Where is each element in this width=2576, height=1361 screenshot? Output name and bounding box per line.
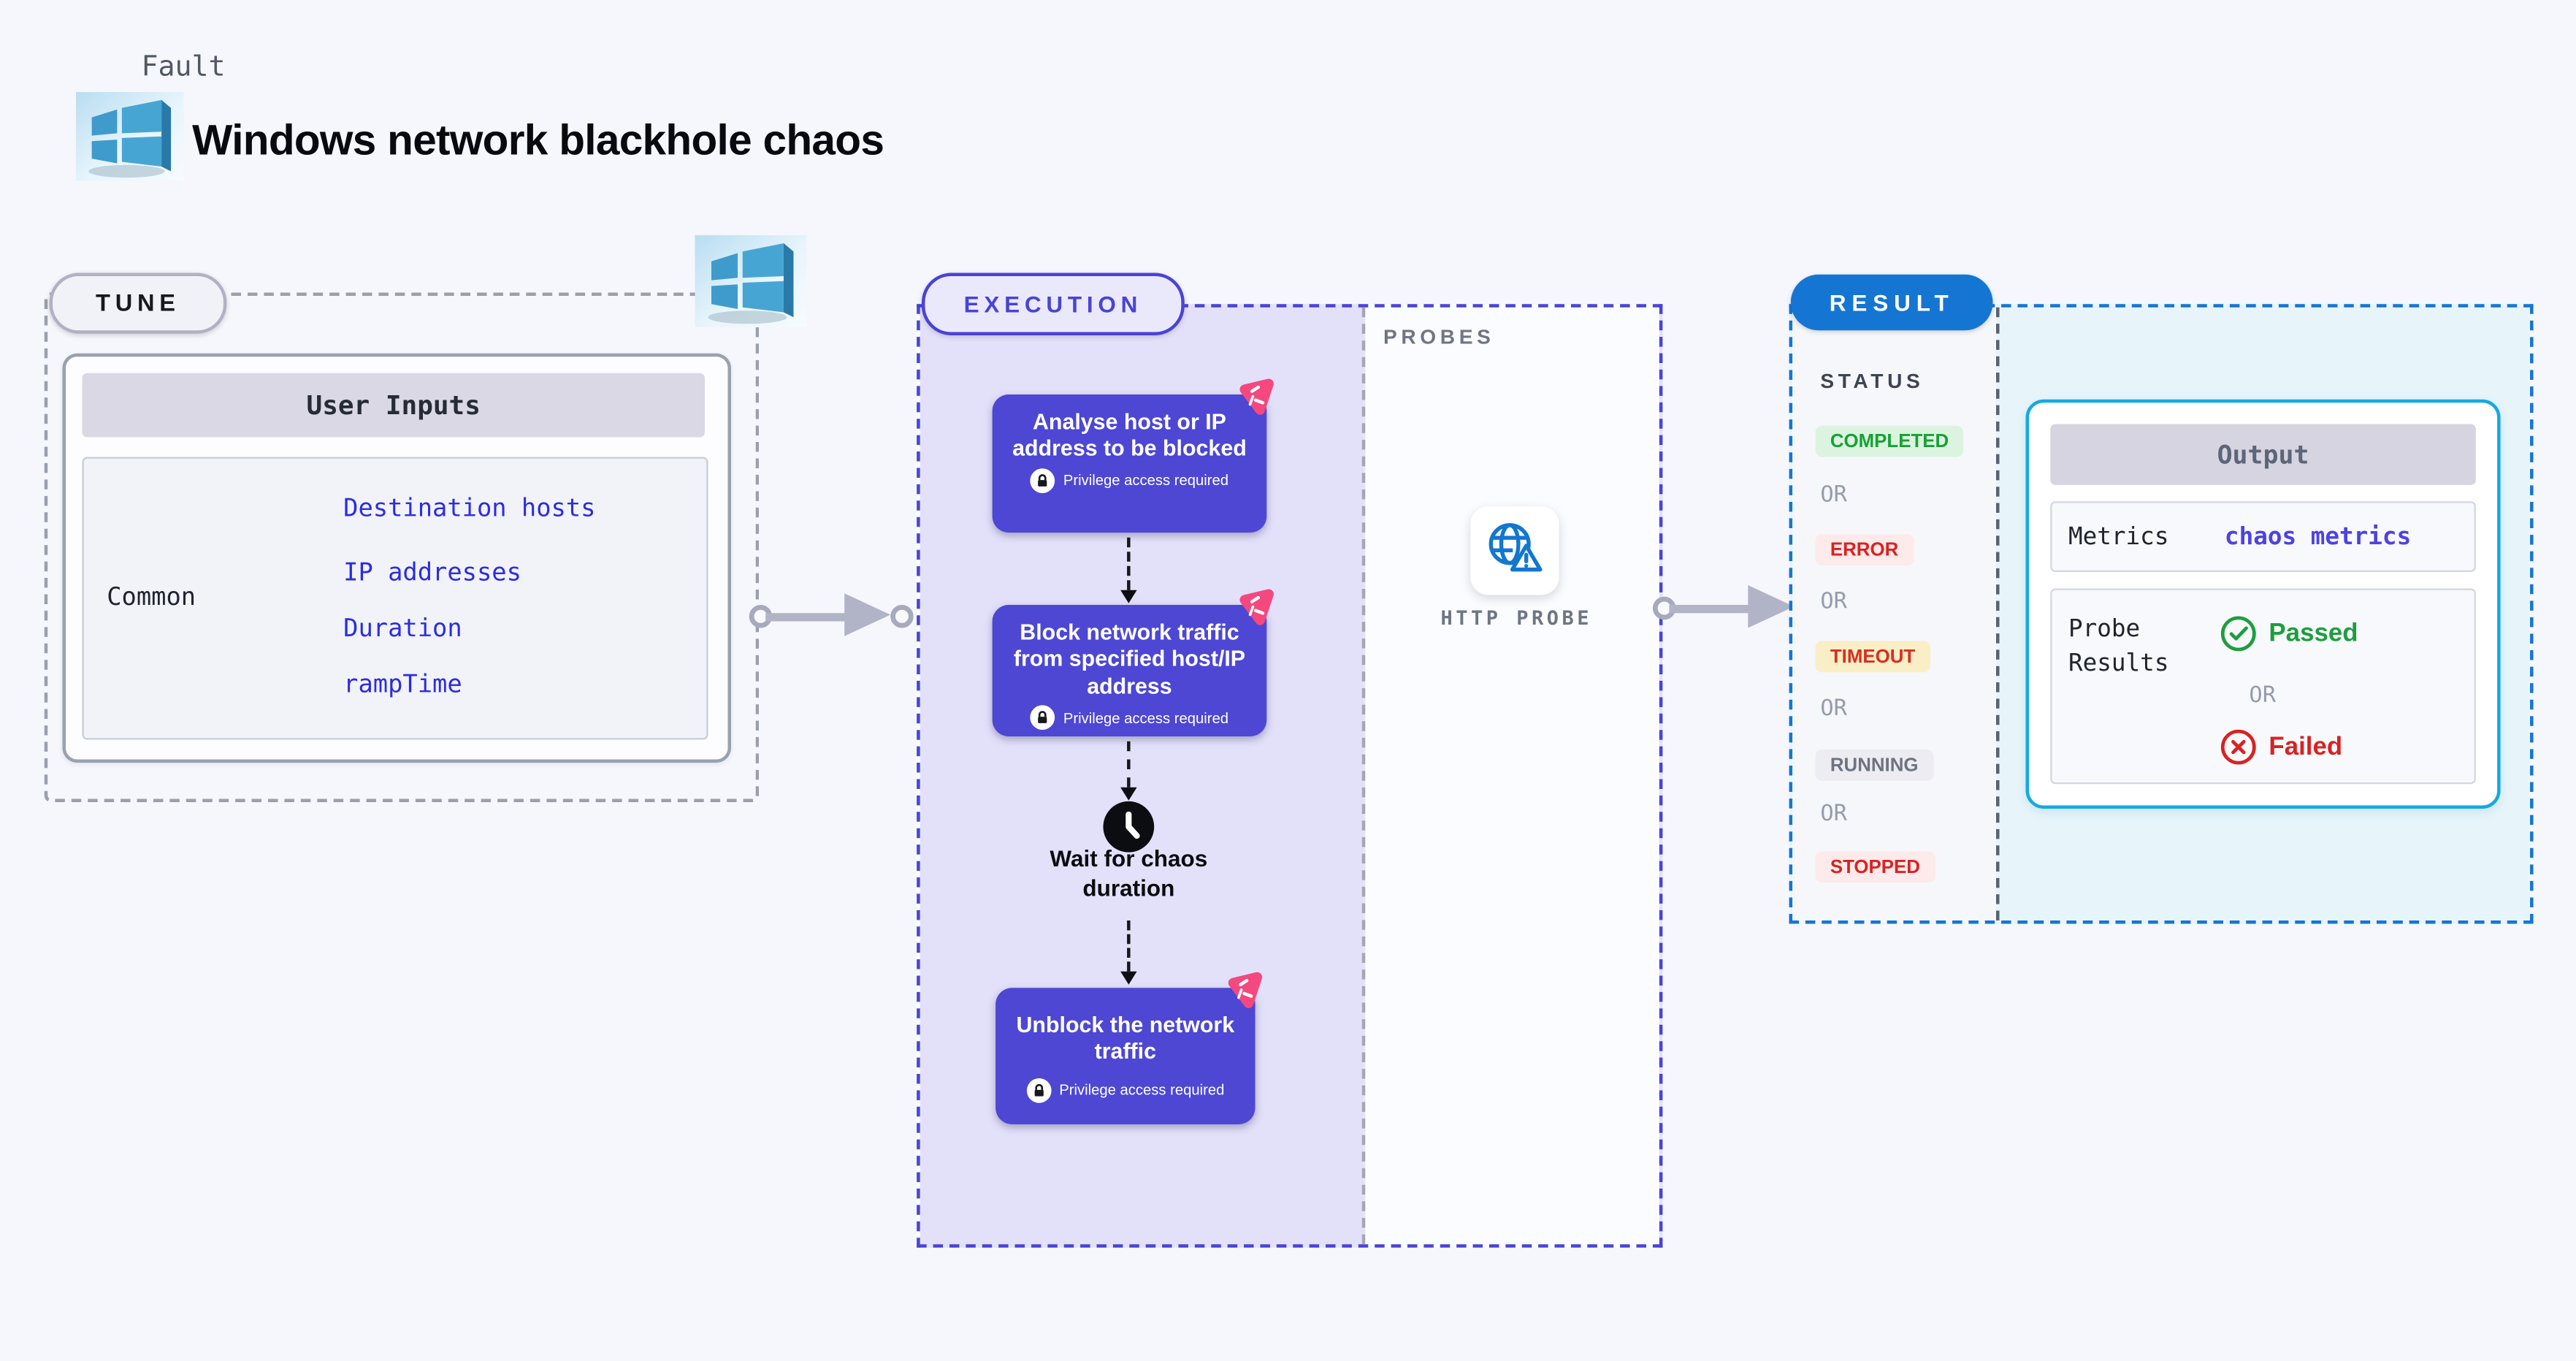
arrow-shaft (765, 612, 858, 621)
fault-kicker: Fault (141, 50, 226, 84)
probe-failed-verdict: Failed (2220, 728, 2342, 766)
or-separator: OR (1820, 695, 1847, 722)
input-link-ramptime[interactable]: rampTime (343, 668, 462, 699)
check-circle-icon (2220, 616, 2256, 652)
lock-icon (1030, 468, 1055, 493)
windows-logo-icon (75, 92, 184, 181)
or-separator: OR (1820, 481, 1847, 508)
http-probe-card (1470, 506, 1559, 595)
lock-icon (1026, 1078, 1051, 1103)
lock-icon (1030, 706, 1055, 731)
or-separator: OR (2249, 682, 2277, 709)
status-badge-error: ERROR (1815, 534, 1914, 565)
step-label: Analyse host or IP address to be blocked (1012, 409, 1247, 462)
privilege-badge: Privilege access required (993, 706, 1267, 731)
step-block-traffic: Block network traffic from specified hos… (992, 589, 1274, 736)
flow-connector-down (1120, 741, 1137, 801)
clock-icon (1103, 801, 1155, 853)
result-divider (1996, 307, 2000, 920)
status-badge-stopped: STOPPED (1815, 851, 1935, 883)
flow-connector-down (1120, 920, 1137, 985)
tune-section-frame (44, 292, 760, 802)
step-wait-duration: Wait for chaos duration (1050, 845, 1208, 900)
probe-results-label: Probe Results (2068, 616, 2169, 678)
litmus-chaos-icon (1239, 589, 1274, 625)
arrow-tune-to-execution (749, 592, 914, 641)
result-badge: RESULT (1790, 274, 1993, 331)
globe-alert-icon (1488, 523, 1543, 572)
metrics-row: Metrics chaos metrics (2050, 501, 2476, 572)
arrow-head (844, 593, 891, 636)
execution-badge: EXECUTION (921, 272, 1185, 335)
inputs-row-label: Common (107, 582, 196, 612)
step-unblock-traffic: Unblock the network traffic Privilege ac… (995, 972, 1263, 1124)
status-column-label: STATUS (1820, 370, 1925, 393)
page-title: Windows network blackhole chaos (192, 115, 884, 165)
or-separator: OR (1820, 800, 1847, 827)
input-link-duration[interactable]: Duration (343, 613, 462, 643)
input-link-ip-addresses[interactable]: IP addresses (343, 557, 521, 587)
probe-results-row: Probe Results Passed OR Failed (2050, 588, 2476, 785)
connector-end-dot (890, 605, 914, 628)
x-circle-icon (2220, 729, 2256, 765)
probes-divider (1361, 307, 1366, 1245)
step-label: Block network traffic from specified hos… (1013, 619, 1246, 699)
passed-label: Passed (2269, 619, 2358, 647)
probe-passed-verdict: Passed (2220, 615, 2358, 653)
probes-section-label: PROBES (1383, 325, 1495, 349)
step-label: Unblock the network traffic (1016, 1013, 1235, 1064)
status-badge-running: RUNNING (1815, 750, 1933, 781)
metrics-label: Metrics (2068, 523, 2169, 550)
step-analyse-host: Analyse host or IP address to be blocked… (992, 378, 1274, 533)
privilege-label: Privilege access required (1059, 1082, 1225, 1099)
status-badge-timeout: TIMEOUT (1815, 641, 1930, 673)
or-separator: OR (1820, 588, 1847, 615)
privilege-label: Privilege access required (1063, 472, 1229, 489)
output-card: Output Metrics chaos metrics Probe Resul… (2025, 399, 2501, 809)
flow-connector-down (1120, 537, 1137, 603)
arrow-shaft (1669, 603, 1762, 613)
litmus-chaos-icon (1239, 378, 1274, 415)
status-badge-completed: COMPLETED (1815, 425, 1964, 457)
litmus-chaos-icon (1228, 972, 1263, 1009)
privilege-label: Privilege access required (1063, 709, 1229, 727)
privilege-badge: Privilege access required (995, 1078, 1255, 1103)
input-link-destination-hosts[interactable]: Destination hosts (343, 493, 596, 523)
user-inputs-body (82, 457, 708, 740)
windows-logo-icon (695, 235, 807, 327)
failed-label: Failed (2269, 732, 2343, 760)
privilege-badge: Privilege access required (993, 468, 1267, 493)
user-inputs-header: User Inputs (82, 373, 705, 438)
http-probe-label: HTTP PROBE (1440, 606, 1592, 630)
output-header: Output (2050, 424, 2476, 485)
chaos-metrics-link[interactable]: chaos metrics (2224, 523, 2412, 550)
arrow-head (1748, 585, 1795, 628)
tune-badge: TUNE (49, 272, 227, 334)
